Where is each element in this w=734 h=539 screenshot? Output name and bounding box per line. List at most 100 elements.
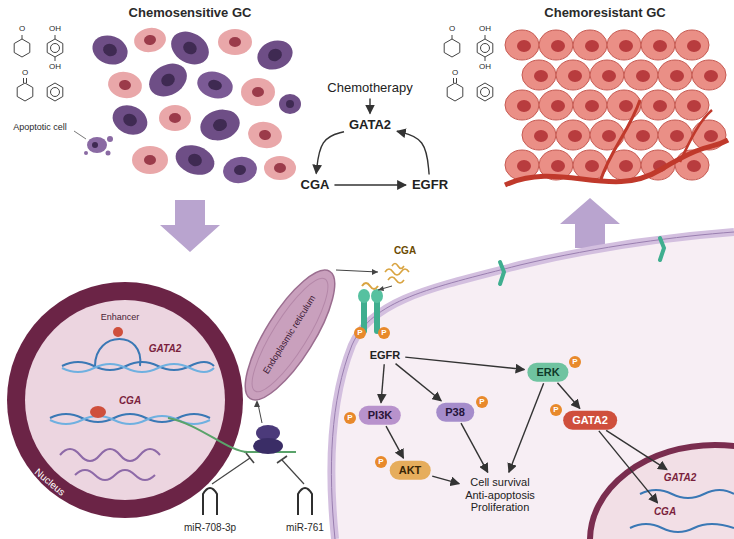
mirna-label: miR-708-3p [184,522,236,533]
resistant-tumour [505,30,728,185]
receptor-label: EGFR [367,348,404,363]
endoplasmic-reticulum [230,259,350,412]
sensitive-cells [132,25,168,54]
secreted-cga [392,264,404,269]
apoptotic-cell [74,131,113,156]
resistant-tumour [556,60,590,90]
nucleus [7,282,243,518]
sensitive-cells [159,105,191,131]
resistant-tumour [590,120,624,150]
pathway-arrow [509,383,544,472]
protein-label: CGA [394,245,416,256]
resistant-tumour [573,90,607,120]
gene-label: GATA2 [661,471,699,485]
sensitive-cells [108,100,152,141]
cycle-label: GATA2 [346,117,394,134]
sensitive-cells [274,163,286,173]
node-text: EGFR [370,349,401,362]
resistant-tumour [590,60,624,90]
gene-label: GATA2 [149,343,181,354]
resistant-tumour [607,30,641,60]
node-text: GATA2 [664,472,696,484]
sensitive-cells [143,34,157,46]
sensitive-cells [101,42,118,58]
node-text: CGA [301,178,330,193]
apoptotic-cell [106,151,111,156]
resistant-tumour [680,110,712,162]
secreted-cga [385,269,409,275]
resistant-tumour [539,90,573,120]
sensitive-cells [207,78,223,91]
pathway-arrow [599,431,658,503]
node-text: Chemotherapy [327,81,412,96]
resistant-tumour [505,30,539,60]
sensitive-cells [286,100,294,108]
node-text: P38 [445,406,465,419]
nucleus [630,524,734,532]
atom-label: O [19,25,25,34]
pathway-arrow [405,357,524,369]
pathway-arrow [396,364,442,401]
egfr-receptor [371,289,383,303]
pathway-arrow [381,364,384,402]
sensitive-cells [108,100,152,141]
resistant-tumour [607,90,641,120]
node-text: GATA2 [572,414,608,427]
node-text: GATA2 [349,118,391,133]
atom-label: OH [49,25,61,34]
sensitive-cells [253,36,296,75]
secreted-cga [388,277,404,283]
atom-label: OH [479,63,491,72]
sensitive-cells [279,94,301,114]
resistant-tumour [522,60,556,90]
sensitive-cells [106,69,144,101]
callout-label: Apoptotic cell [13,123,67,133]
sensitive-cells [221,154,259,186]
sensitive-cells [252,87,264,97]
nucleus [90,406,106,418]
node-text: ERK [536,366,559,379]
sensitive-cells [246,119,284,151]
pathway-arrow [334,184,405,185]
mirna-hairpin [282,460,304,484]
sensitive-cells [181,39,199,56]
atom-label: OH [49,63,61,72]
panel-title: Chemoresistant GC [544,6,665,20]
ribosome [253,438,283,454]
sensitive-cells [143,57,193,103]
sensitive-cells [144,155,156,165]
sensitive-cells [212,117,229,132]
mirna-hairpin [203,453,312,515]
sensitive-cells [159,71,177,88]
egfr-receptor [500,262,504,284]
apoptotic-cell [92,142,98,148]
egfr-receptor [358,289,370,303]
phospho-badge: P [569,356,581,368]
sensitive-cells [233,164,247,176]
sensitive-cells [218,29,252,55]
sensitive-cells [88,31,131,70]
egfr-receptor [660,238,664,260]
sensitive-cells [159,105,191,131]
resistant-tumour [675,30,709,60]
sensitive-cells [194,68,236,102]
mirna-hairpin [203,488,217,515]
dna-element-label: Enhancer [101,313,140,323]
mirna-hairpin [212,458,250,484]
kinase-blob: AKT [390,461,431,480]
panel-title: Chemosensitive GC [129,6,252,20]
sensitive-cells [132,146,168,174]
kinase-blob: PI3K [359,406,401,425]
sensitive-cells [106,69,144,101]
pathway-arrow [397,131,429,174]
nucleus [113,327,123,337]
resistant-tumour [556,120,590,150]
sensitive-cells [266,47,283,63]
chemical-structures [14,35,63,101]
apoptotic-cell [107,136,113,142]
apoptotic-cell [84,151,88,155]
phospho-badge: P [375,456,387,468]
sensitive-cells [186,152,203,168]
node-text: CGA [654,506,676,518]
